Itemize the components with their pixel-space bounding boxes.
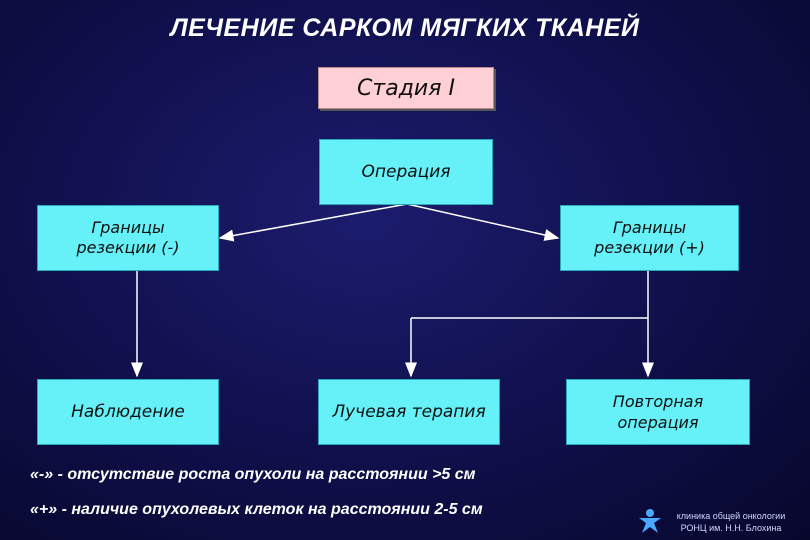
reoperation-line1: Повторная [612, 392, 704, 411]
clinic-caption: клиника общей онкологии РОНЦ им. Н.Н. Бл… [666, 510, 796, 534]
reoperation-line2: операция [617, 413, 699, 432]
operation-box: Операция [319, 139, 493, 205]
radiotherapy-label: Лучевая терапия [332, 402, 486, 422]
stage-box: Стадия I [318, 67, 494, 109]
note-plus: «+» - наличие опухолевых клеток на расст… [30, 501, 483, 518]
margins-negative-line2: резекции (-) [76, 238, 180, 257]
margins-positive-line1: Границы [612, 218, 687, 237]
margins-negative-line1: Границы [91, 218, 165, 237]
margins-positive-box: Границы резекции (+) [560, 205, 739, 271]
arrow-operation-to-margins-pos [406, 203, 560, 241]
margins-positive-line2: резекции (+) [594, 238, 705, 257]
margins-negative-box: Границы резекции (-) [37, 205, 219, 271]
operation-label: Операция [361, 162, 451, 182]
note-minus: «-» - отсутствие роста опухоли на рассто… [30, 466, 476, 483]
observation-label: Наблюдение [71, 402, 185, 422]
reoperation-box: Повторная операция [566, 379, 750, 445]
observation-box: Наблюдение [37, 379, 219, 445]
clinic-line1: клиника общей онкологии [676, 511, 786, 521]
stage-label: Стадия I [357, 75, 455, 101]
page-title: ЛЕЧЕНИЕ САРКОМ МЯГКИХ ТКАНЕЙ [170, 14, 640, 42]
arrow-operation-to-margins-neg [218, 203, 408, 242]
radiotherapy-box: Лучевая терапия [318, 379, 500, 445]
clinic-line2: РОНЦ им. Н.Н. Блохина [680, 523, 782, 533]
person-logo-icon [639, 509, 661, 533]
